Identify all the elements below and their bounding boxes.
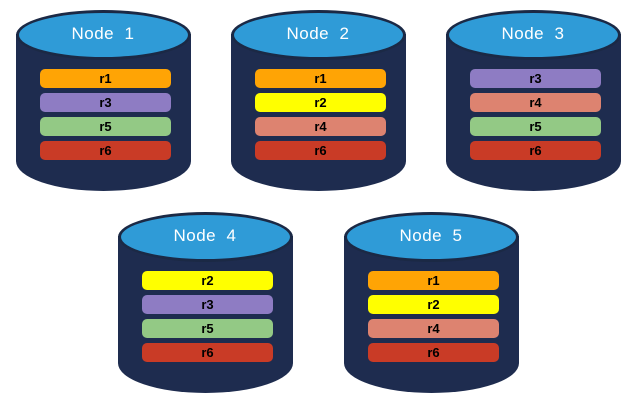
node-title: Node 4	[173, 226, 237, 245]
replica-bar: r1	[368, 271, 499, 290]
node-title: Node 1	[71, 24, 135, 43]
cylinder-body	[230, 34, 406, 191]
database-icon	[343, 212, 519, 262]
database-icon	[445, 10, 621, 60]
database-cylinder: Node 3 r3 r4 r5 r6	[445, 10, 621, 191]
node-title: Node 3	[501, 24, 565, 43]
cylinder-body	[117, 236, 293, 393]
replica-bar: r6	[40, 141, 171, 160]
database-icon	[230, 10, 406, 60]
replica-bar: r6	[470, 141, 601, 160]
replica-bar: r3	[142, 295, 273, 314]
database-cylinder: Node 1 r1 r3 r5 r6	[15, 10, 191, 191]
cylinder-body	[15, 34, 191, 191]
replica-bar: r4	[470, 93, 601, 112]
cylinder-body	[343, 236, 519, 393]
replica-bar: r4	[368, 319, 499, 338]
replica-list: r1 r2 r4 r6	[255, 69, 386, 165]
replica-bar: r1	[40, 69, 171, 88]
replica-bar: r1	[255, 69, 386, 88]
database-cylinder: Node 2 r1 r2 r4 r6	[230, 10, 406, 191]
replica-bar: r5	[142, 319, 273, 338]
node-title: Node 5	[399, 226, 463, 245]
replica-bar: r5	[40, 117, 171, 136]
replica-bar: r5	[470, 117, 601, 136]
replica-bar: r3	[470, 69, 601, 88]
node-title: Node 2	[286, 24, 350, 43]
replica-bar: r6	[255, 141, 386, 160]
database-icon	[15, 10, 191, 60]
node-row-top: Node 1 r1 r3 r5 r6 Node 2 r1 r2 r4 r6 Node 3 r…	[0, 0, 636, 191]
replica-list: r2 r3 r5 r6	[142, 271, 273, 367]
replica-list: r1 r3 r5 r6	[40, 69, 171, 165]
database-cylinder: Node 5 r1 r2 r4 r6	[343, 212, 519, 393]
cylinder-body	[445, 34, 621, 191]
replica-bar: r6	[368, 343, 499, 362]
replica-bar: r2	[142, 271, 273, 290]
replica-bar: r2	[255, 93, 386, 112]
replica-list: r1 r2 r4 r6	[368, 271, 499, 367]
replica-bar: r3	[40, 93, 171, 112]
database-icon	[117, 212, 293, 262]
database-cylinder: Node 4 r2 r3 r5 r6	[117, 212, 293, 393]
replica-bar: r6	[142, 343, 273, 362]
replica-bar: r2	[368, 295, 499, 314]
replica-list: r3 r4 r5 r6	[470, 69, 601, 165]
replica-bar: r4	[255, 117, 386, 136]
node-row-bottom: Node 4 r2 r3 r5 r6 Node 5 r1 r2 r4 r6	[0, 212, 636, 393]
